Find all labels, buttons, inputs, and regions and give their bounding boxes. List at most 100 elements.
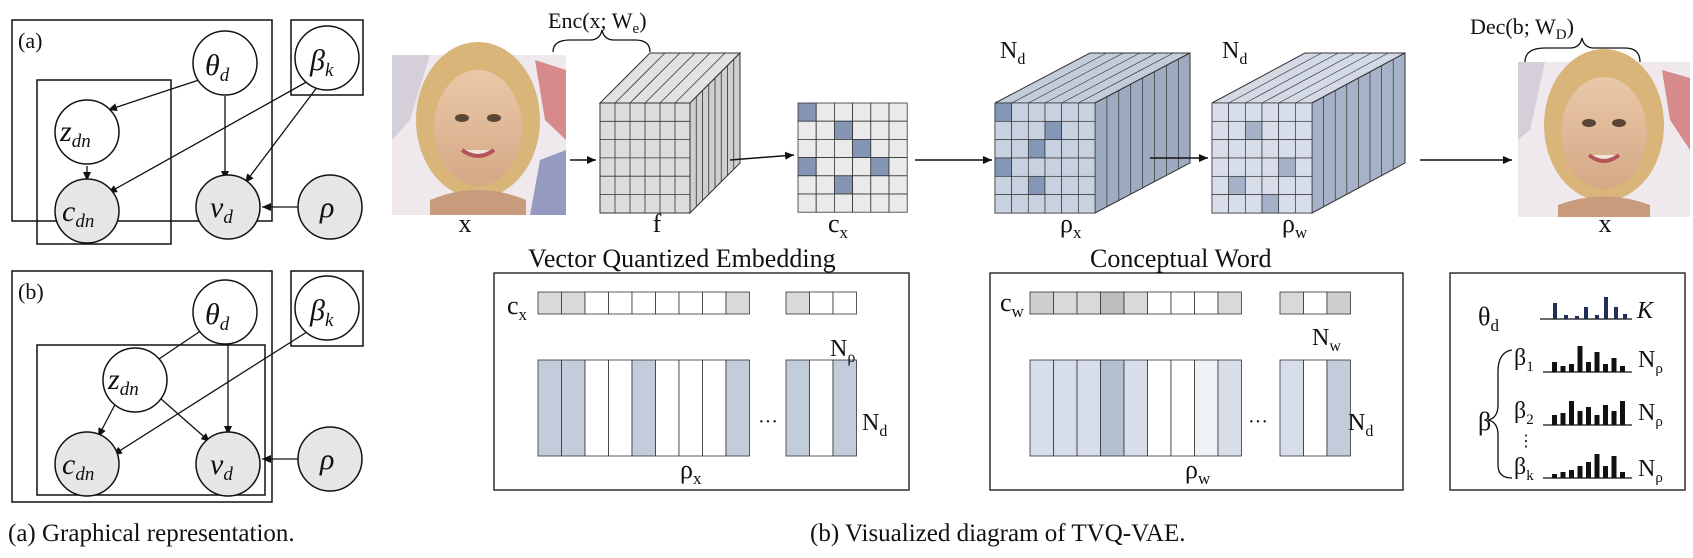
rho-w-cell [1244, 157, 1263, 177]
cw-matrix-column [1076, 359, 1101, 457]
rho-x-cell [1044, 102, 1063, 122]
cx-cell [870, 120, 890, 140]
rho-w-cell [1278, 157, 1296, 177]
rho-x-cell [1077, 157, 1096, 177]
vq-matrix-column [537, 359, 562, 457]
rho-w-cell [1211, 157, 1230, 177]
cx-cell [870, 157, 890, 177]
rho-x-cell [994, 120, 1013, 141]
cx-cell [815, 120, 835, 140]
rho-x-cell [1027, 139, 1046, 159]
vq-matrix-column [655, 359, 680, 457]
input-face-image [392, 42, 566, 215]
cx-cell [834, 102, 854, 122]
beta-bar [1603, 364, 1608, 372]
cw-matrix-column [1029, 359, 1054, 457]
rho-x-cell [994, 157, 1013, 177]
legend-theta: θd [1478, 302, 1499, 335]
beta-bar [1586, 407, 1591, 425]
legend-beta: β [1478, 407, 1491, 436]
plate-word-b [36, 344, 266, 496]
rho-x-cell [994, 139, 1013, 159]
label-rho-w: ρw [1282, 209, 1308, 242]
cx-cell [797, 193, 817, 213]
cx-cell [834, 120, 854, 140]
svg-text:βk: βk [309, 44, 334, 81]
rho-w-cell [1278, 102, 1296, 122]
legend-vdots: ⋮ [1518, 433, 1534, 450]
beta-bar [1620, 401, 1625, 425]
svg-text:cdn: cdn [62, 195, 94, 232]
label-a: (a) [18, 28, 42, 53]
vq-code-cell [537, 291, 562, 315]
cw-code-cell [1326, 291, 1351, 315]
cx-cell [852, 138, 872, 158]
cw-code-cell [1147, 291, 1172, 315]
cx-cell [888, 193, 908, 213]
svg-text:vd: vd [210, 191, 233, 228]
rho-x-cell [1044, 175, 1063, 196]
cw-code-cell [1076, 291, 1101, 315]
rho-x-cell [1061, 139, 1079, 159]
rho-w-cell [1261, 194, 1280, 214]
theta-bar [1553, 303, 1557, 319]
node-beta-a [294, 25, 360, 91]
vq-matrix-column [678, 359, 703, 457]
vq-cx-label: cx [507, 291, 528, 324]
rho-w-cell [1228, 157, 1246, 177]
beta-bar [1569, 401, 1574, 425]
vq-matrix-column [725, 359, 750, 457]
cx-cell [870, 175, 890, 195]
cx-cell [815, 138, 835, 158]
rho-w-cell [1261, 157, 1280, 177]
enc-label: Enc(x; We) [548, 8, 647, 37]
label-Nd-2: Nd [1222, 38, 1247, 68]
vq-code-cell [832, 291, 857, 315]
svg-text:vd: vd [210, 448, 233, 485]
cx-cell [852, 175, 872, 195]
vq-matrix-column [584, 359, 609, 457]
vq-embedding-matrix [537, 359, 857, 457]
beta-bar [1594, 415, 1600, 425]
graph-b: (b) θd βk zdn cdn vd ρ [11, 270, 364, 503]
cx-cell [797, 120, 817, 140]
dec-brace [1524, 37, 1641, 63]
legend-betak: βk [1514, 454, 1534, 484]
cw-code-cell [1053, 291, 1078, 315]
cx-cell [797, 175, 817, 195]
beta-bar [1594, 352, 1600, 372]
vq-matrix-column [631, 359, 656, 457]
cx-cell [815, 157, 835, 177]
cw-code-cell [1194, 291, 1219, 315]
vq-title: Vector Quantized Embedding [528, 244, 836, 273]
cw-code-cell [1029, 291, 1054, 315]
svg-text:βk: βk [309, 294, 334, 331]
cw-title: Conceptual Word [1090, 244, 1272, 273]
vq-matrix-column [809, 359, 834, 457]
rho-w-cell [1278, 175, 1296, 196]
rho-w-cell [1244, 194, 1263, 214]
node-c-b [54, 431, 120, 497]
rho-x-cell [1011, 102, 1029, 122]
rho-w-cell [1211, 175, 1230, 196]
cw-matrix-column [1279, 359, 1304, 457]
cx-cell [797, 157, 817, 177]
rho-w-cell [1244, 120, 1263, 141]
beta-bar [1603, 405, 1608, 425]
node-rho-a [297, 174, 363, 240]
theta-bar [1575, 316, 1579, 319]
label-Nd-1: Nd [1000, 38, 1025, 68]
label-b: (b) [18, 279, 44, 304]
rho-x-cell [1061, 157, 1079, 177]
rho-w-cell [1211, 194, 1230, 214]
rho-x-cell [994, 194, 1013, 214]
svg-text:θd: θd [205, 49, 230, 86]
svg-text:θd: θd [205, 298, 230, 335]
cx-cell [870, 138, 890, 158]
vq-code-cell [809, 291, 834, 315]
cw-matrix-column [1194, 359, 1219, 457]
cx-cell [834, 175, 854, 195]
legend-box [1449, 272, 1686, 491]
vq-ellipsis: ··· [758, 411, 778, 433]
